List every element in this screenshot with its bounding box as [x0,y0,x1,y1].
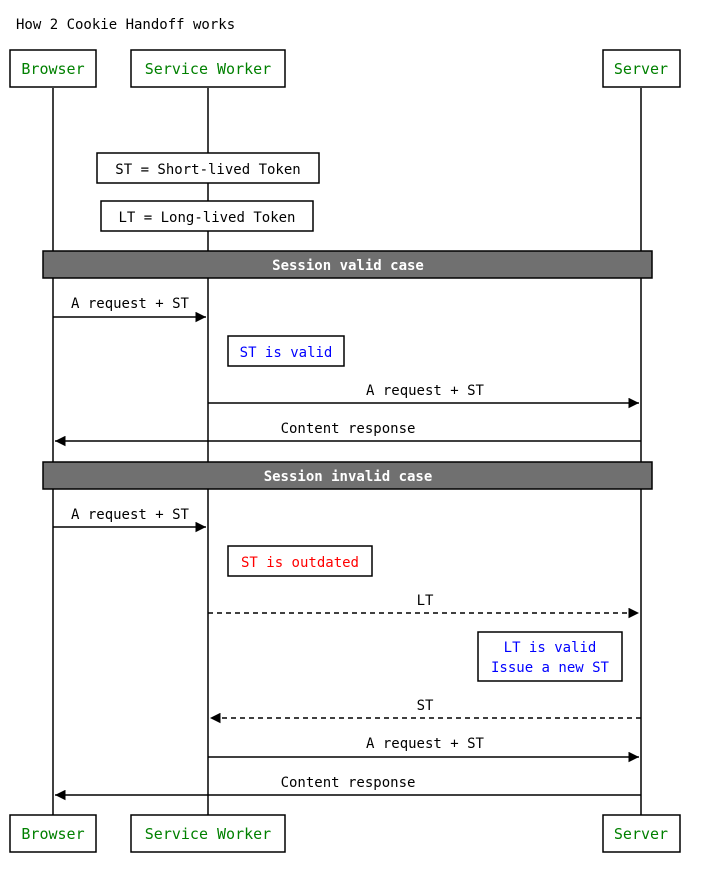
note-lt-definition-text: LT = Long-lived Token [118,210,295,226]
participant-service-worker-top: Service Worker [130,49,286,88]
participant-browser-label: Browser [21,60,84,78]
note-lt-valid-line2: Issue a new ST [491,660,610,676]
note-lt-valid: LT is valid Issue a new ST [477,631,623,682]
note-st-valid: ST is valid [227,335,345,367]
section-invalid-label: Session invalid case [264,469,433,485]
note-st-definition: ST = Short-lived Token [96,152,320,184]
note-lt-definition: LT = Long-lived Token [100,200,314,232]
participant-server-top: Server [602,49,681,88]
valid-msg-response-label: Content response [281,421,416,437]
section-divider-invalid: Session invalid case [42,461,653,490]
note-lt-valid-line1: LT is valid [504,640,597,656]
participant-server-bottom: Server [602,814,681,853]
participant-browser-top: Browser [9,49,97,88]
diagram-title: How 2 Cookie Handoff works [16,17,235,33]
invalid-msg-response-label: Content response [281,775,416,791]
note-st-outdated-text: ST is outdated [241,555,359,571]
participant-server-label: Server [614,60,668,78]
invalid-msg-request-label: A request + ST [71,507,190,523]
invalid-msg-lt-label: LT [417,593,434,609]
valid-msg-request-label: A request + ST [71,296,190,312]
participant-service-worker-label: Service Worker [145,60,271,78]
section-valid-label: Session valid case [272,258,424,274]
participant-server-bottom-label: Server [614,825,668,843]
note-st-definition-text: ST = Short-lived Token [115,162,300,178]
invalid-msg-st-label: ST [417,698,434,714]
note-st-valid-text: ST is valid [240,345,333,361]
note-st-outdated: ST is outdated [227,545,373,577]
participant-browser-bottom-label: Browser [21,825,84,843]
invalid-msg-forward-label: A request + ST [366,736,485,752]
section-divider-valid: Session valid case [42,250,653,279]
participant-service-worker-bottom-label: Service Worker [145,825,271,843]
participant-service-worker-bottom: Service Worker [130,814,286,853]
valid-msg-forward-label: A request + ST [366,383,485,399]
participant-browser-bottom: Browser [9,814,97,853]
